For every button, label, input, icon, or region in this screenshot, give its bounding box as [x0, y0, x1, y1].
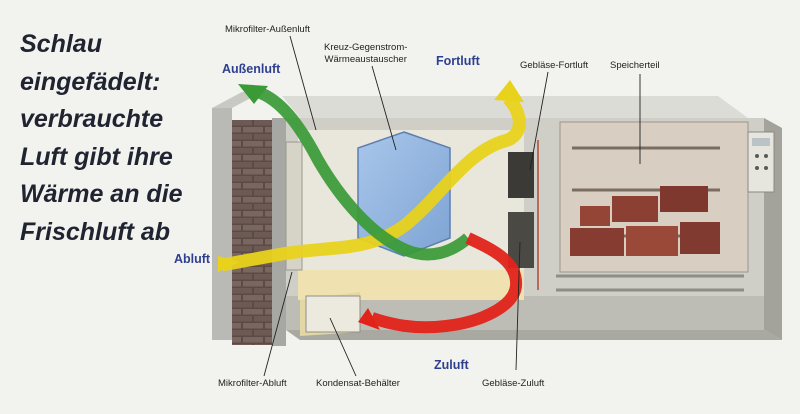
- headline-line-6: Frischluft ab: [20, 217, 171, 246]
- control-display: [752, 138, 770, 146]
- label-geblaese-fortluft: Gebläse-Fortluft: [520, 60, 589, 71]
- leader-mikrofilter-abluft: [263, 271, 293, 377]
- leader-geblaese-fortluft: [529, 71, 549, 171]
- headline-line-1: Schlau: [20, 30, 102, 58]
- leader-lines: [263, 35, 641, 377]
- storage-brick-5: [680, 222, 720, 254]
- fortluft-arrowhead: [494, 80, 524, 102]
- label-aussenluft: Außenluft: [222, 62, 281, 76]
- label-zuluft: Zuluft: [434, 358, 469, 372]
- storage-brick-6: [580, 206, 610, 226]
- zuluft-arrow: [370, 232, 523, 334]
- heat-exchanger: [357, 131, 451, 257]
- label-kondensat-behaelter: Kondensat-Behälter: [316, 378, 400, 389]
- leader-kondensat: [329, 317, 357, 377]
- headline: Schlau eingefädelt: verbrauchte Luft gib…: [20, 26, 220, 251]
- leader-waermetauscher: [371, 65, 397, 151]
- zuluft-arrowhead: [358, 308, 380, 330]
- control-knob-4: [764, 166, 768, 170]
- storage-brick-3: [570, 228, 624, 256]
- label-mikrofilter-abluft: Mikrofilter-Abluft: [218, 378, 287, 389]
- brick-wall: [232, 120, 272, 345]
- filter-housing: [285, 141, 303, 271]
- fan-housing-exhaust: [508, 152, 534, 198]
- headline-line-3: verbrauchte: [20, 105, 164, 133]
- storage-brick-1: [612, 196, 658, 222]
- label-waermetauscher: Kreuz-Gegenstrom- Wärmeaustauscher: [324, 42, 407, 66]
- label-waermetauscher-line-2: Wärmeaustauscher: [324, 53, 407, 65]
- label-geblaese-zuluft: Gebläse-Zuluft: [482, 378, 545, 389]
- control-knob-3: [755, 166, 759, 170]
- insulation-wall: [212, 108, 232, 340]
- aussenluft-arrowhead: [238, 84, 268, 104]
- leader-geblaese-zuluft: [515, 241, 521, 371]
- housing-base: [286, 330, 782, 340]
- label-mikrofilter-aussenluft: Mikrofilter-Außenluft: [225, 24, 310, 35]
- abluft-arrowhead: [218, 256, 240, 272]
- label-waermetauscher-line-1: Kreuz-Gegenstrom-: [324, 42, 408, 53]
- headline-line-5: Wärme an die: [20, 180, 183, 208]
- headline-line-2: eingefädelt:: [20, 67, 161, 96]
- storage-brick-2: [660, 186, 708, 212]
- duct-lower: [298, 270, 524, 300]
- condensate-box: [305, 295, 361, 333]
- label-speicherteil: Speicherteil: [610, 60, 660, 71]
- storage-brick-4: [626, 226, 678, 256]
- label-fortluft: Fortluft: [436, 54, 480, 68]
- control-knob-1: [755, 154, 759, 158]
- wall-side: [272, 118, 286, 346]
- leader-mikrofilter-aussenluft: [289, 35, 317, 131]
- aussenluft-arrow: [255, 86, 472, 261]
- headline-line-4: Luft gibt ihre: [20, 142, 173, 171]
- control-knob-2: [764, 154, 768, 158]
- abluft-arrow: [220, 93, 526, 272]
- label-abluft: Abluft: [174, 252, 211, 266]
